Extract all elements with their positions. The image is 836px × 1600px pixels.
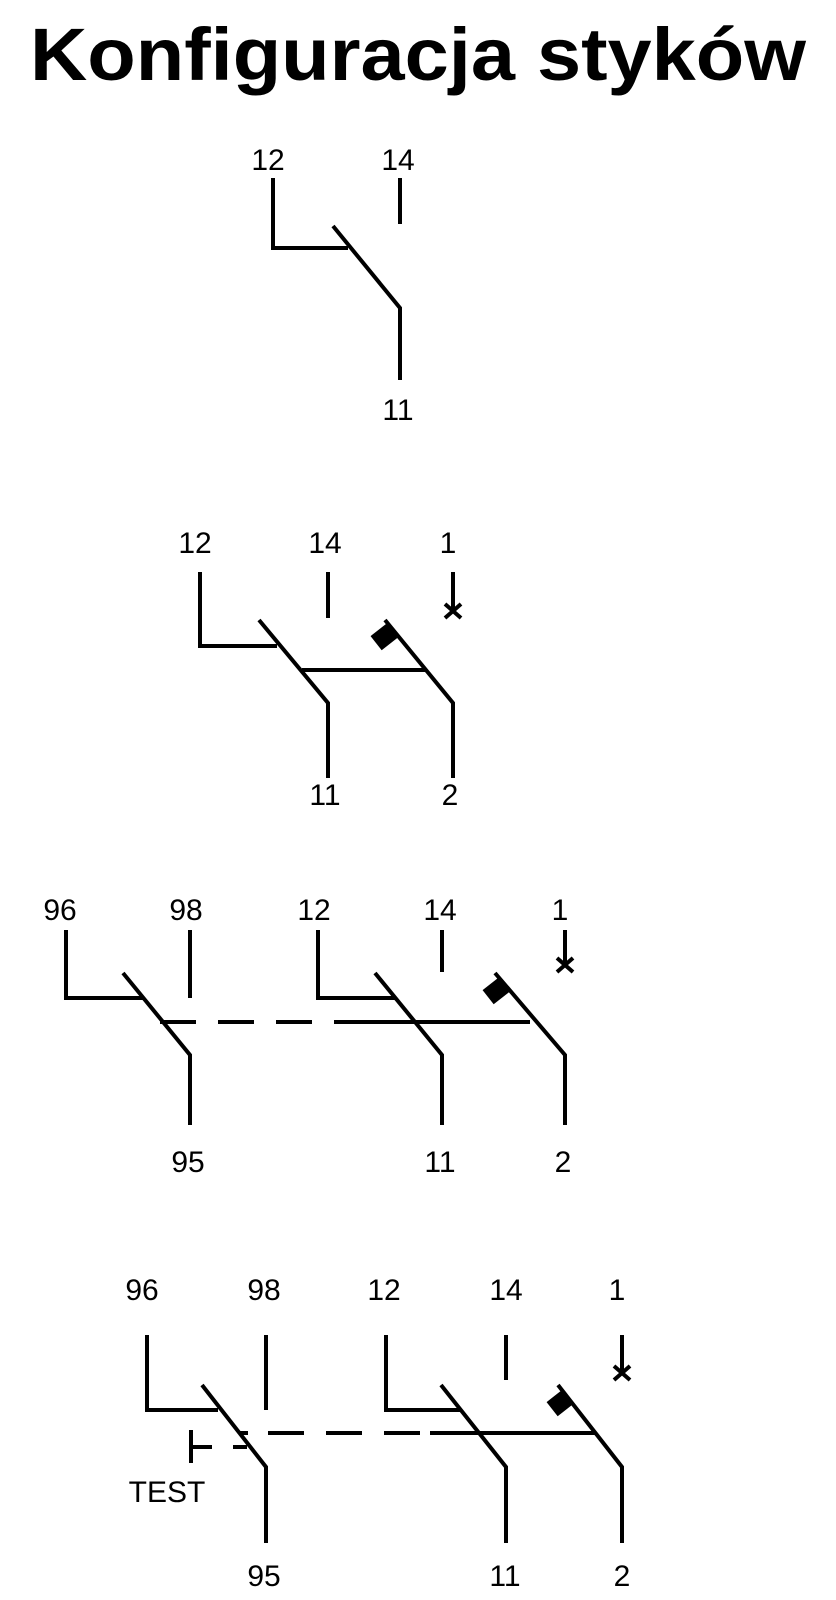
wire [316,930,395,1000]
contact-blade [257,618,330,778]
test-label: TEST [129,1476,206,1509]
terminal-label-98: 98 [247,1274,280,1307]
terminal-label-14: 14 [423,894,456,927]
blade [373,971,444,1125]
wire [64,930,143,1000]
terminal-x-icon [612,1335,632,1382]
thermal-blade [556,1383,624,1543]
diagram-3-overload-relay: 96 98 12 14 1 95 11 2 [43,894,575,1179]
diagram-4-overload-relay-with-test: 96 98 12 14 1 95 11 2 TEST [125,1274,632,1593]
terminal-label-98: 98 [169,894,202,927]
terminal-label-11: 11 [309,779,340,812]
wire [384,1335,460,1412]
thermal-blade [383,618,455,778]
terminal-label-95: 95 [171,1146,204,1179]
terminal-label-11: 11 [489,1560,520,1593]
terminal-label-96: 96 [43,894,76,927]
terminal-label-1: 1 [609,1274,626,1307]
terminal-label-2: 2 [614,1560,631,1593]
nc-wire [198,572,277,648]
nc-wire [271,178,348,250]
terminal-label-11: 11 [382,394,413,427]
terminal-label-14: 14 [489,1274,522,1307]
thermal-blade [493,971,567,1125]
thermal-block-icon [546,1389,574,1417]
terminal-label-11: 11 [424,1146,455,1179]
terminal-label-14: 14 [308,527,341,560]
diagram-2-contact-with-thermal: 12 14 1 11 2 [178,527,463,812]
terminal-label-12: 12 [367,1274,400,1307]
terminal-label-12: 12 [251,144,284,177]
terminal-label-1: 1 [440,527,457,560]
page-title: Konfiguracja styków [30,13,806,96]
thermal-block-icon [482,977,510,1005]
terminal-x-icon [443,572,463,620]
blade [200,1383,268,1543]
terminal-label-96: 96 [125,1274,158,1307]
terminal-label-1: 1 [552,894,569,927]
terminal-label-95: 95 [247,1560,280,1593]
terminal-label-2: 2 [442,779,459,812]
terminal-x-icon [555,930,575,974]
test-button-icon [189,1430,247,1463]
terminal-label-2: 2 [555,1146,572,1179]
terminal-label-12: 12 [297,894,330,927]
blade [439,1383,508,1543]
thermal-block-icon [370,623,398,651]
diagram-1-changeover-contact: 12 14 11 [251,144,414,427]
blade [121,971,192,1125]
wire [145,1335,218,1412]
terminal-label-12: 12 [178,527,211,560]
contact-blade [331,224,402,380]
terminal-label-14: 14 [381,144,414,177]
